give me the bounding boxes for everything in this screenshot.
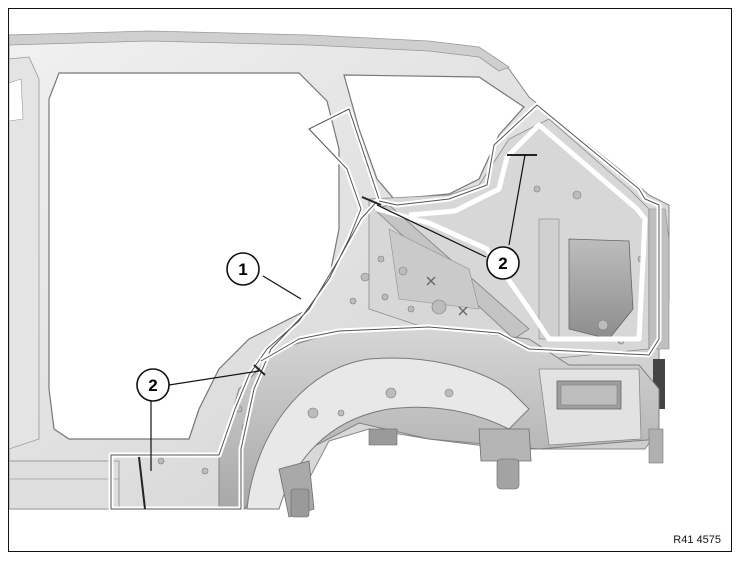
panel-holes xyxy=(157,185,645,475)
callout-2-upper-label: 2 xyxy=(498,254,507,273)
reference-code: R41 4575 xyxy=(673,534,721,546)
callout-2-lower: 2 xyxy=(136,368,170,402)
callout-leaders xyxy=(150,154,526,471)
callout-2-upper: 2 xyxy=(486,246,520,280)
body-side-panel-illustration: 1 2 2 xyxy=(9,30,670,518)
a-pillar-edge xyxy=(9,56,40,450)
door-opening xyxy=(48,72,340,440)
wheel-arch-opening xyxy=(246,357,530,510)
lower-bracket-middle xyxy=(478,428,532,462)
roof-rail xyxy=(9,30,510,72)
tail-lamp-recess xyxy=(568,238,634,340)
cross-marks xyxy=(426,276,468,316)
quarter-window-opening xyxy=(343,74,525,200)
figure-frame: 1 2 2 R41 4575 xyxy=(8,8,732,552)
callout-1: 1 xyxy=(226,252,260,286)
callout-1-label: 1 xyxy=(238,260,247,279)
cut-marks xyxy=(138,154,537,510)
rocker-sill xyxy=(9,460,120,510)
callout-2-lower-label: 2 xyxy=(148,376,157,395)
